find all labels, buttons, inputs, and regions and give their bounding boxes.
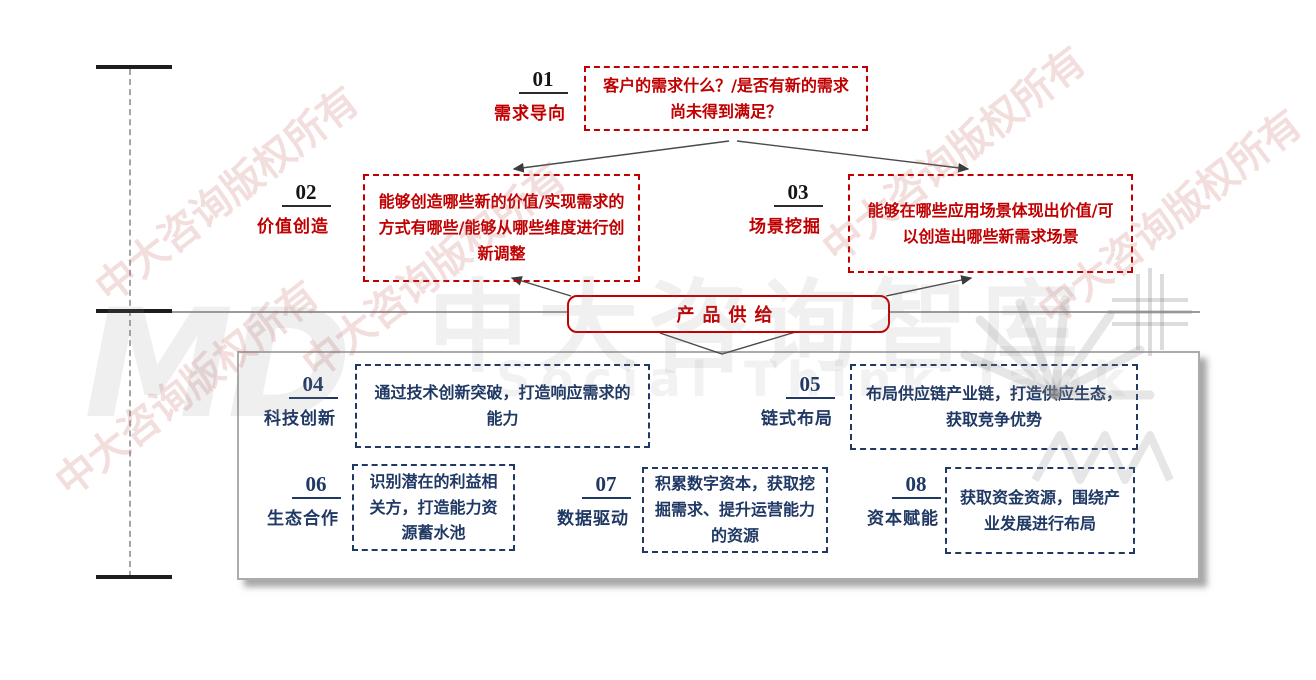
- node-02-label: 价值创造: [257, 217, 329, 238]
- node-03-group: 03 场景挖掘: [725, 180, 845, 237]
- node-07-label: 数据驱动: [557, 509, 629, 530]
- node-04-desc-text: 通过技术创新突破，打造响应需求的能力: [374, 383, 631, 428]
- node-01-group: 01 需求导向: [470, 67, 590, 124]
- node-07-desc-text: 积累数字资本，获取挖掘需求、提升运营能力的资源: [654, 474, 815, 545]
- node-08-desc-text: 获取资金资源，围绕产业发展进行布局: [959, 487, 1120, 533]
- node-03-label: 场景挖掘: [749, 217, 821, 238]
- node-01-number: 01: [518, 67, 568, 95]
- node-08-number: 08: [891, 472, 941, 500]
- bracket-bottom-tick: [96, 575, 172, 579]
- node-05-desc-text: 布局供应链产业链，打造供应生态，获取竞争优势: [865, 384, 1122, 429]
- bracket-top-tick: [96, 65, 172, 69]
- node-08-group: 08 资本赋能: [843, 472, 963, 529]
- node-08-label: 资本赋能: [867, 509, 939, 530]
- node-06-group: 06 生态合作: [243, 472, 363, 529]
- node-04-number: 04: [288, 372, 338, 400]
- node-04-label: 科技创新: [264, 409, 336, 430]
- node-02-desc-box: 能够创造哪些新的价值/实现需求的方式有哪些/能够从哪些维度进行创新调整: [363, 174, 640, 282]
- node-03-desc-box: 能够在哪些应用场景体现出价值/可以创造出哪些新需求场景: [848, 174, 1133, 273]
- node-07-group: 07 数据驱动: [533, 472, 653, 529]
- node-03-desc-text: 能够在哪些应用场景体现出价值/可以创造出哪些新需求场景: [867, 200, 1114, 246]
- node-03-number: 03: [773, 180, 823, 208]
- node-05-number: 05: [785, 372, 835, 400]
- node-06-number: 06: [291, 472, 341, 500]
- node-07-desc-box: 积累数字资本，获取挖掘需求、提升运营能力的资源: [642, 467, 828, 553]
- node-04-group: 04 科技创新: [240, 372, 360, 429]
- node-01-desc-text: 客户的需求什么？/是否有新的需求尚未得到满足？: [603, 75, 849, 121]
- node-05-group: 05 链式布局: [737, 372, 857, 429]
- node-01-desc-box: 客户的需求什么？/是否有新的需求尚未得到满足？: [584, 66, 868, 131]
- node-02-desc-text: 能够创造哪些新的价值/实现需求的方式有哪些/能够从哪些维度进行创新调整: [378, 192, 625, 263]
- hub-product-supply: 产品供给: [567, 295, 890, 333]
- node-07-number: 07: [581, 472, 631, 500]
- node-02-group: 02 价值创造: [233, 180, 353, 237]
- bracket-middle-tick: [96, 309, 172, 313]
- node-05-label: 链式布局: [761, 409, 833, 430]
- node-06-desc-text: 识别潜在的利益相关方，打造能力资源蓄水池: [369, 471, 498, 543]
- node-01-label: 需求导向: [494, 104, 566, 125]
- node-08-desc-box: 获取资金资源，围绕产业发展进行布局: [945, 467, 1135, 554]
- node-05-desc-box: 布局供应链产业链，打造供应生态，获取竞争优势: [850, 364, 1138, 450]
- node-02-number: 02: [281, 180, 331, 208]
- node-06-label: 生态合作: [267, 509, 339, 530]
- node-06-desc-box: 识别潜在的利益相关方，打造能力资源蓄水池: [352, 464, 515, 551]
- bracket-dashed-line: [129, 69, 131, 577]
- node-04-desc-box: 通过技术创新突破，打造响应需求的能力: [355, 364, 650, 448]
